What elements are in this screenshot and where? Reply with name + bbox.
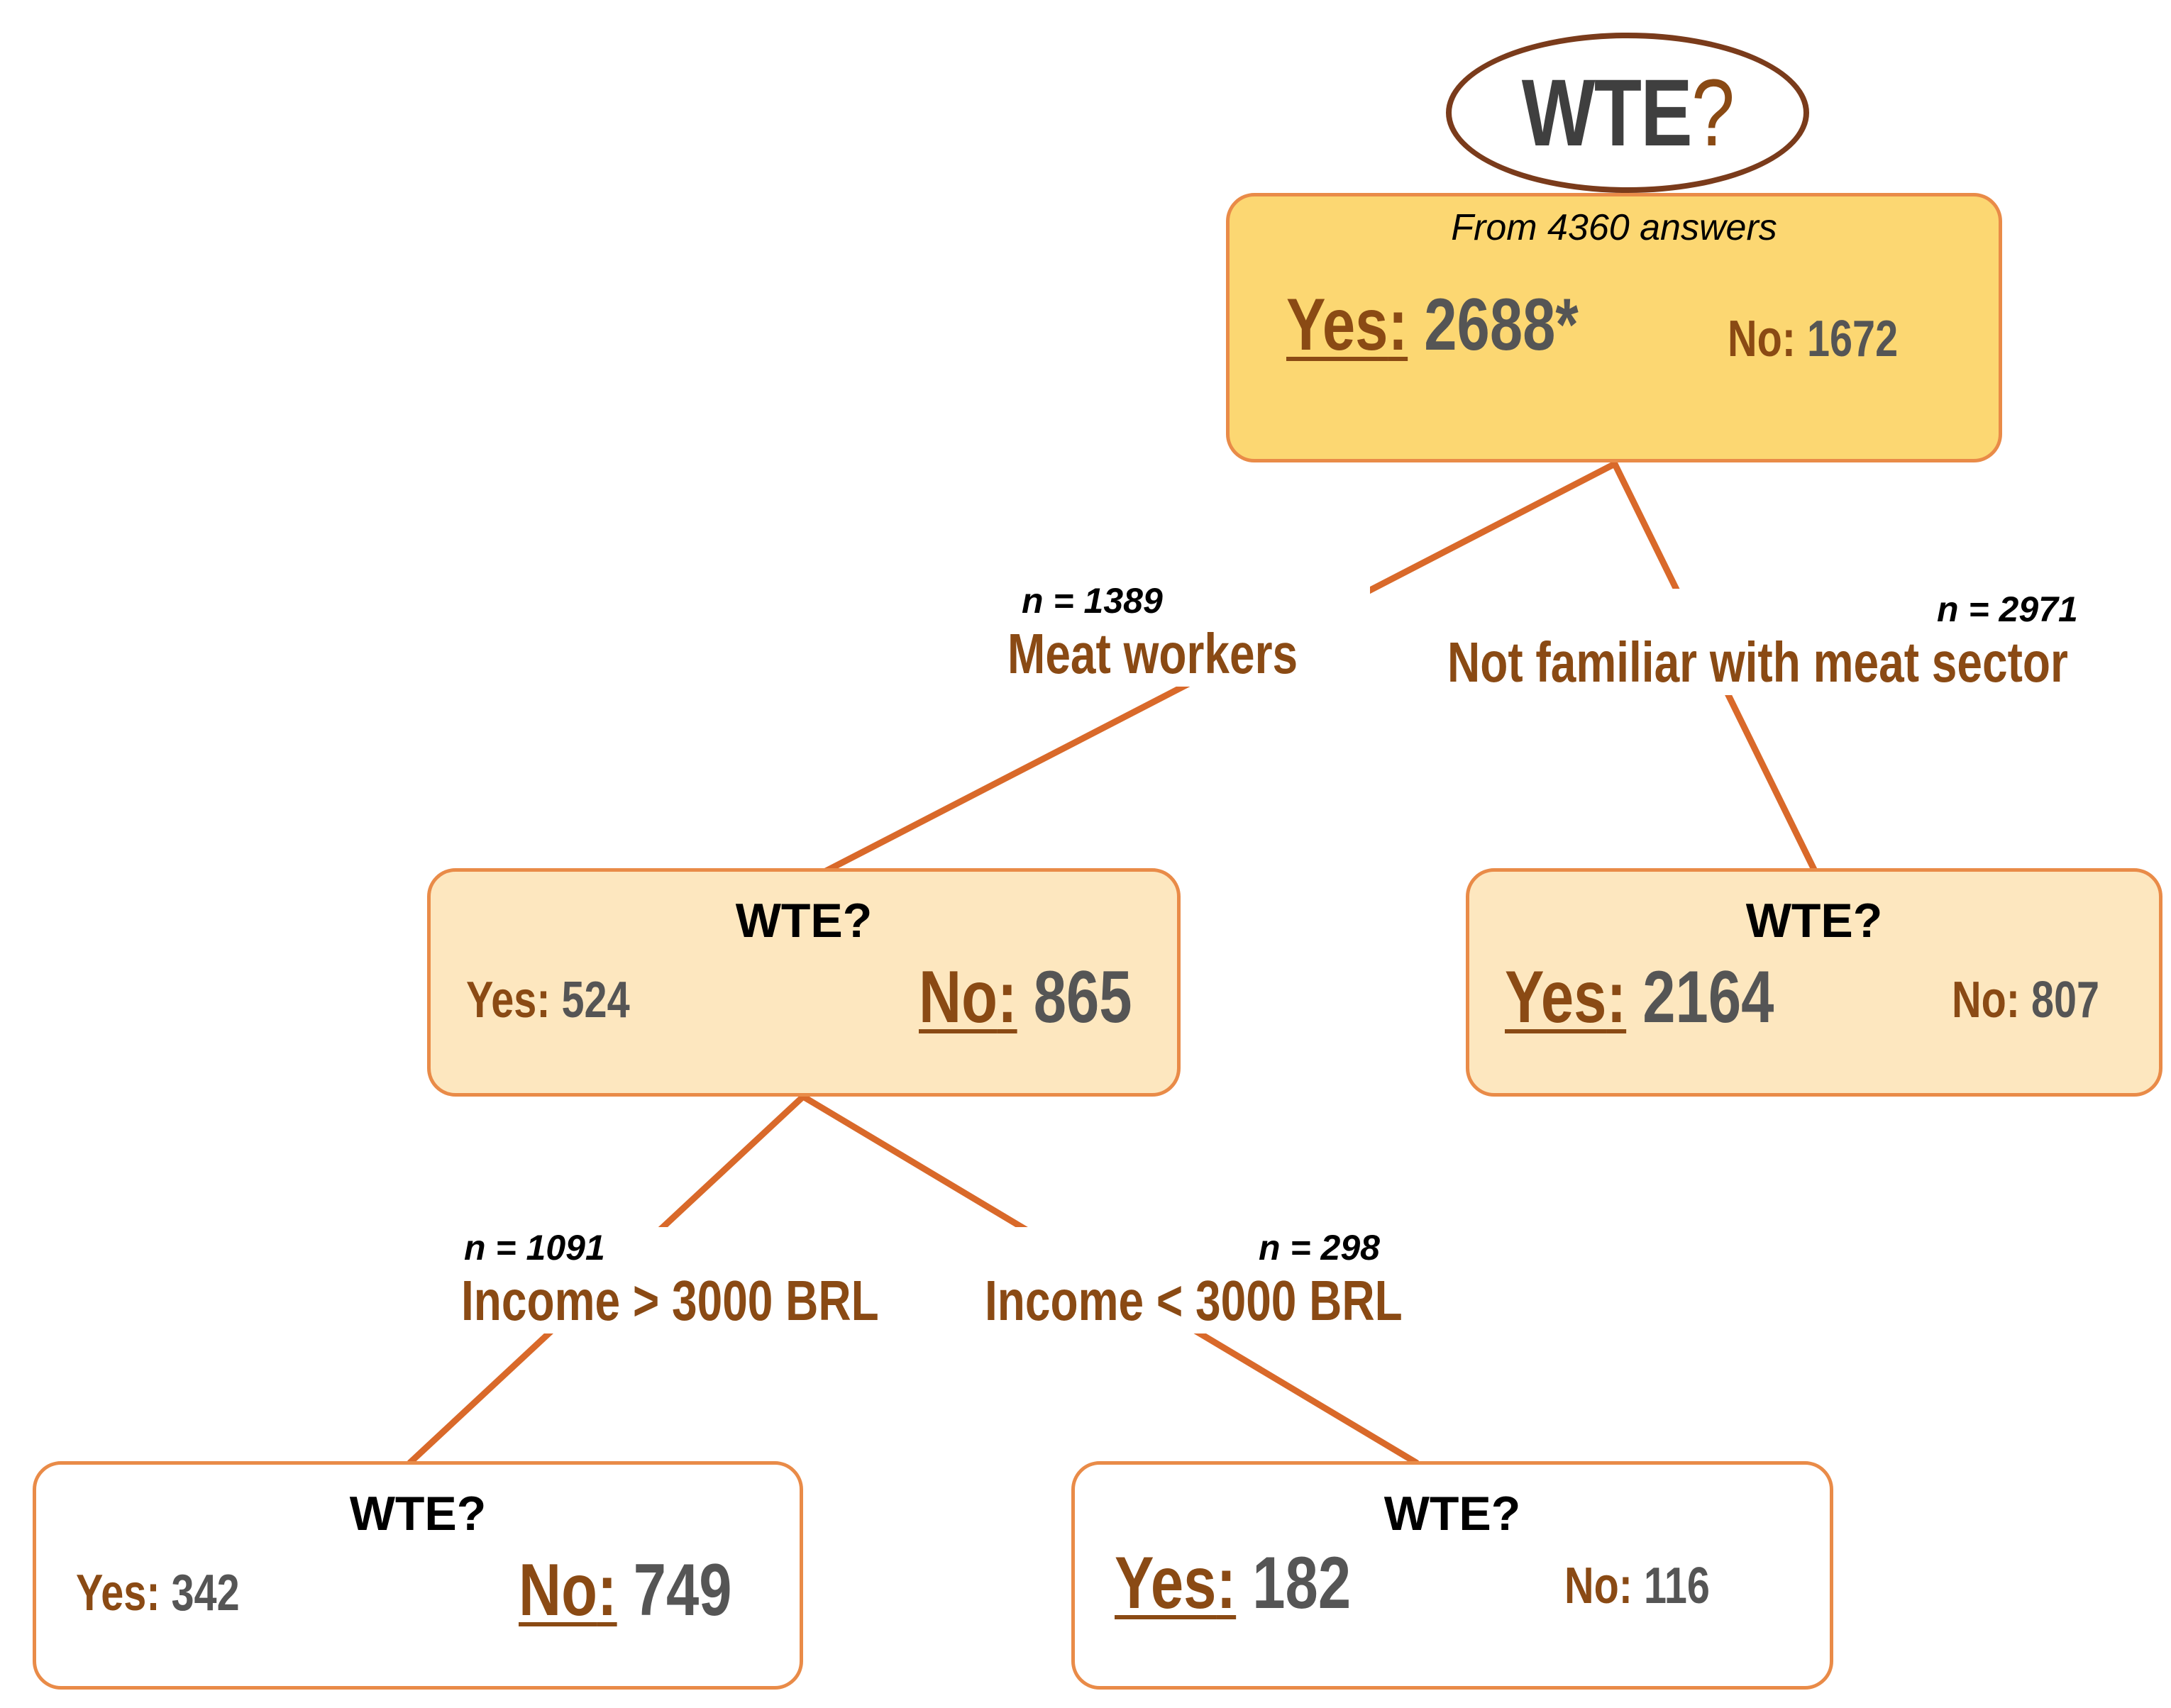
yes-value: 2688* [1424,284,1579,366]
yes-label: Yes [466,972,537,1028]
yes-value: 2164 [1642,956,1774,1038]
node-yes: Yes: 524 [466,972,630,1028]
no-value: 116 [1643,1558,1710,1614]
no-value: 1672 [1806,311,1899,367]
no-value: 749 [633,1549,732,1631]
title-text: WTE [1521,60,1693,166]
branch-n: n = 298 [1259,1228,1380,1268]
node-yes: Yes: 2164 [1505,956,1774,1038]
yes-value: 182 [1252,1542,1352,1624]
root-caption: From 4360 answers [1451,207,1777,248]
node-yes: Yes: 182 [1115,1542,1352,1624]
no-value: 807 [2031,972,2100,1028]
branch-label: Income > 3000 BRL [461,1269,879,1332]
node-heading: WTE? [349,1487,487,1541]
branch-n: n = 1091 [464,1228,605,1268]
node-no: No: 865 [919,956,1132,1038]
yes-label: Yes [76,1565,147,1621]
branch-n: n = 1389 [1022,581,1163,621]
root-no: No: 1672 [1728,311,1899,367]
yes-value: 342 [171,1565,240,1621]
node-heading: WTE? [1383,1487,1521,1541]
node-meat-workers: WTE? Yes: 524 No: 865 [427,868,1181,1097]
title-oval: WTE? [1446,33,1809,193]
branch-label: Income < 3000 BRL [985,1269,1403,1332]
node-heading: WTE? [1745,894,1883,948]
no-value: 865 [1033,956,1132,1038]
yes-label: Yes [1115,1542,1217,1624]
node-income-high: WTE? Yes: 342 No: 749 [33,1461,803,1690]
node-no: No: 749 [519,1549,732,1631]
no-label: No [519,1549,597,1631]
root-node: From 4360 answers Yes: 2688* No: 1672 [1226,193,2002,462]
node-no: No: 807 [1952,972,2100,1028]
no-label: No [919,956,998,1038]
node-yes: Yes: 342 [76,1565,240,1621]
branch-label: Not familiar with meat sector [1447,631,2068,694]
branch-income-high: n = 1091 Income > 3000 BRL [461,1227,983,1333]
node-no: No: 116 [1564,1558,1710,1614]
node-heading: WTE? [735,894,873,948]
branch-not-familiar: n = 2971 Not familiar with meat sector [1447,589,2171,695]
branch-label: Meat workers [1007,622,1298,685]
title-question-mark: ? [1691,60,1735,166]
title: WTE? [1521,59,1735,167]
no-label: No [1952,972,2006,1028]
node-income-low: WTE? Yes: 182 No: 116 [1071,1461,1833,1690]
branch-income-low: n = 298 Income < 3000 BRL [985,1227,1507,1333]
node-not-familiar: WTE? Yes: 2164 No: 807 [1466,868,2162,1097]
no-label: No [1728,311,1782,367]
branch-meat-workers: n = 1389 Meat workers [1007,580,1371,687]
no-label: No [1564,1558,1619,1614]
branch-n: n = 2971 [1937,589,2078,629]
yes-label: Yes [1286,284,1388,366]
yes-label: Yes [1505,956,1607,1038]
root-yes: Yes: 2688* [1286,284,1579,366]
yes-value: 524 [561,972,630,1028]
